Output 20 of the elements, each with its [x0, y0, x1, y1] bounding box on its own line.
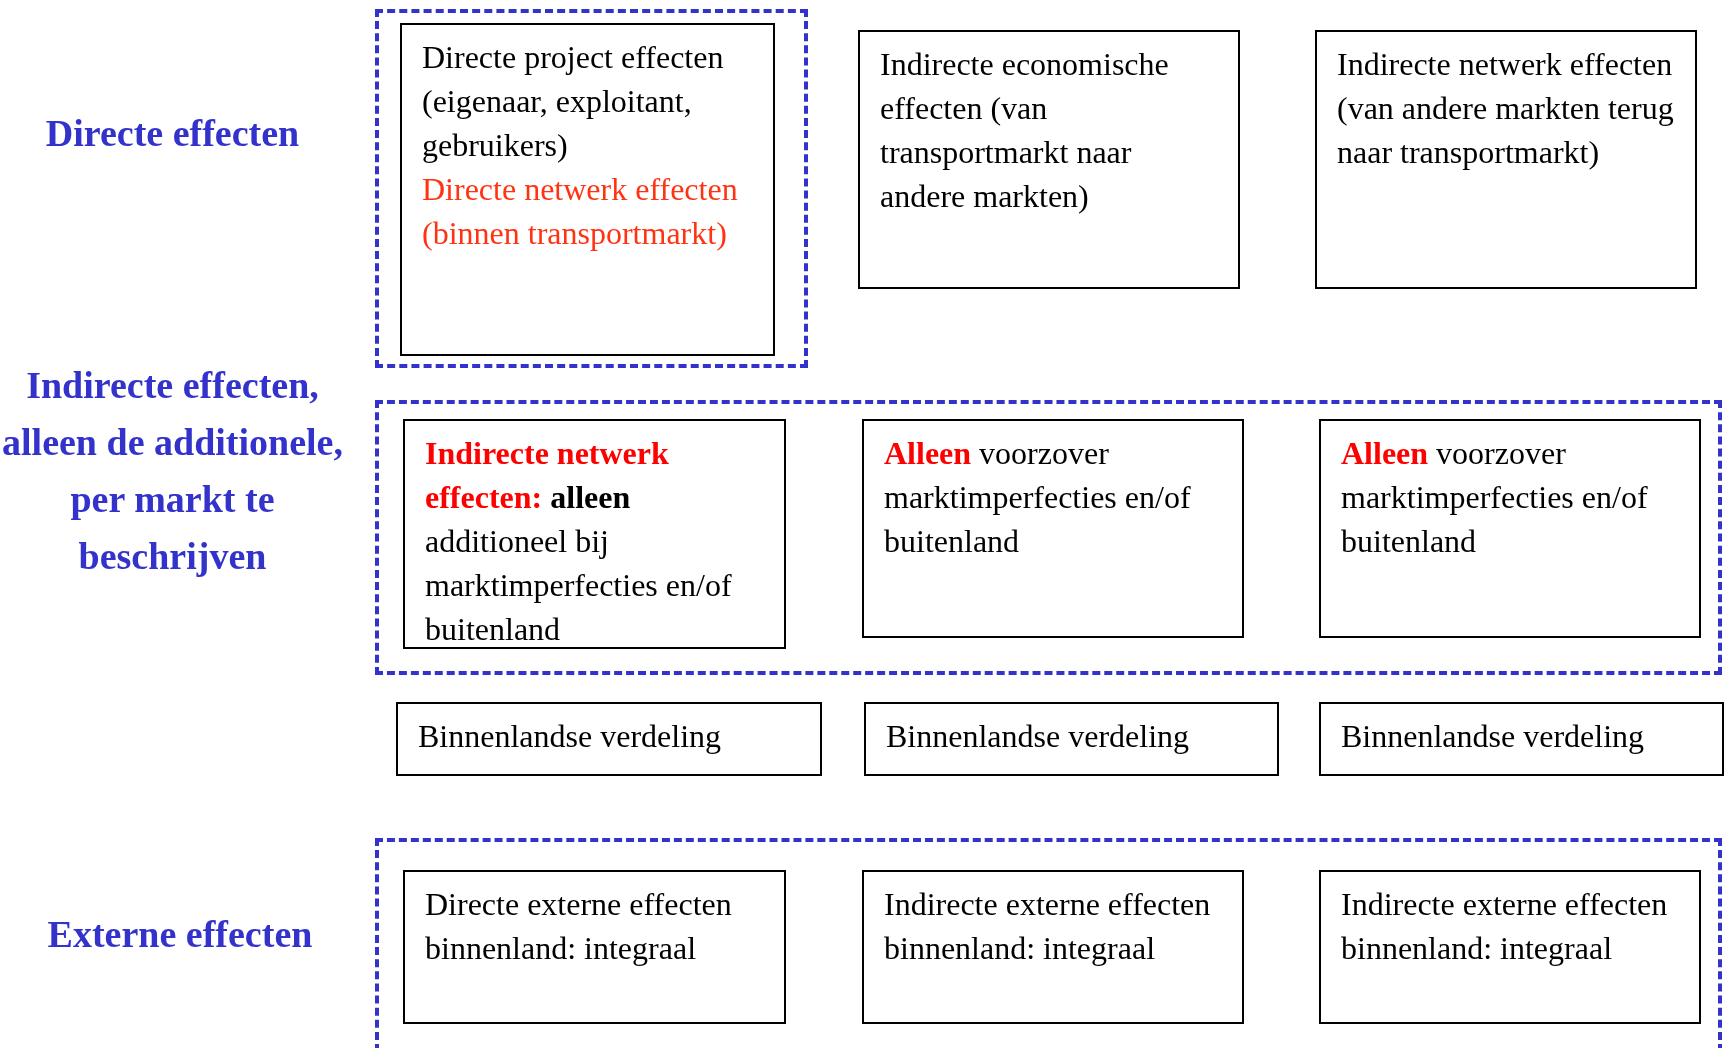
text-box: Alleen voorzover marktimperfecties en/of buitenland — [862, 419, 1244, 638]
text-box: Indirecte netwerk effecten (van andere markten terug naar transportmarkt) — [1315, 30, 1697, 289]
text-box: Binnenlandse verdeling — [396, 702, 822, 776]
box-text: Directe netwerk effecten (binnen transportmarkt) — [422, 170, 739, 253]
text-box: Binnenlandse verdeling — [1319, 702, 1724, 776]
text-box: Alleen voorzover marktimperfecties en/of buitenland — [1319, 419, 1701, 638]
text-box — [400, 23, 775, 356]
text-box: Indirecte netwerk effecten: alleen additioneel bij marktimperfecties en/of buitenland — [403, 419, 786, 649]
dashed-group-box — [375, 400, 1722, 675]
dashed-group-box — [375, 838, 1722, 1048]
box-text: Directe project effecten (eigenaar, exploitant, gebruikers) — [422, 38, 725, 165]
row-heading: Externe effecten — [46, 912, 314, 957]
text-box: Indirecte externe effecten binnenland: integraal — [1319, 870, 1701, 1024]
text-box: Indirecte externe effecten binnenland: integraal — [862, 870, 1244, 1024]
row-heading: Directe effecten — [44, 111, 301, 156]
dashed-group-box — [375, 9, 808, 368]
text-box: Directe externe effecten binnenland: integraal — [403, 870, 786, 1024]
text-box: Binnenlandse verdeling — [864, 702, 1279, 776]
row-heading: Indirecte effecten, alleen de additionele, per markt te beschrijven — [1, 363, 344, 579]
text-box: Indirecte economische effecten (van transportmarkt naar andere markten) — [858, 30, 1240, 289]
